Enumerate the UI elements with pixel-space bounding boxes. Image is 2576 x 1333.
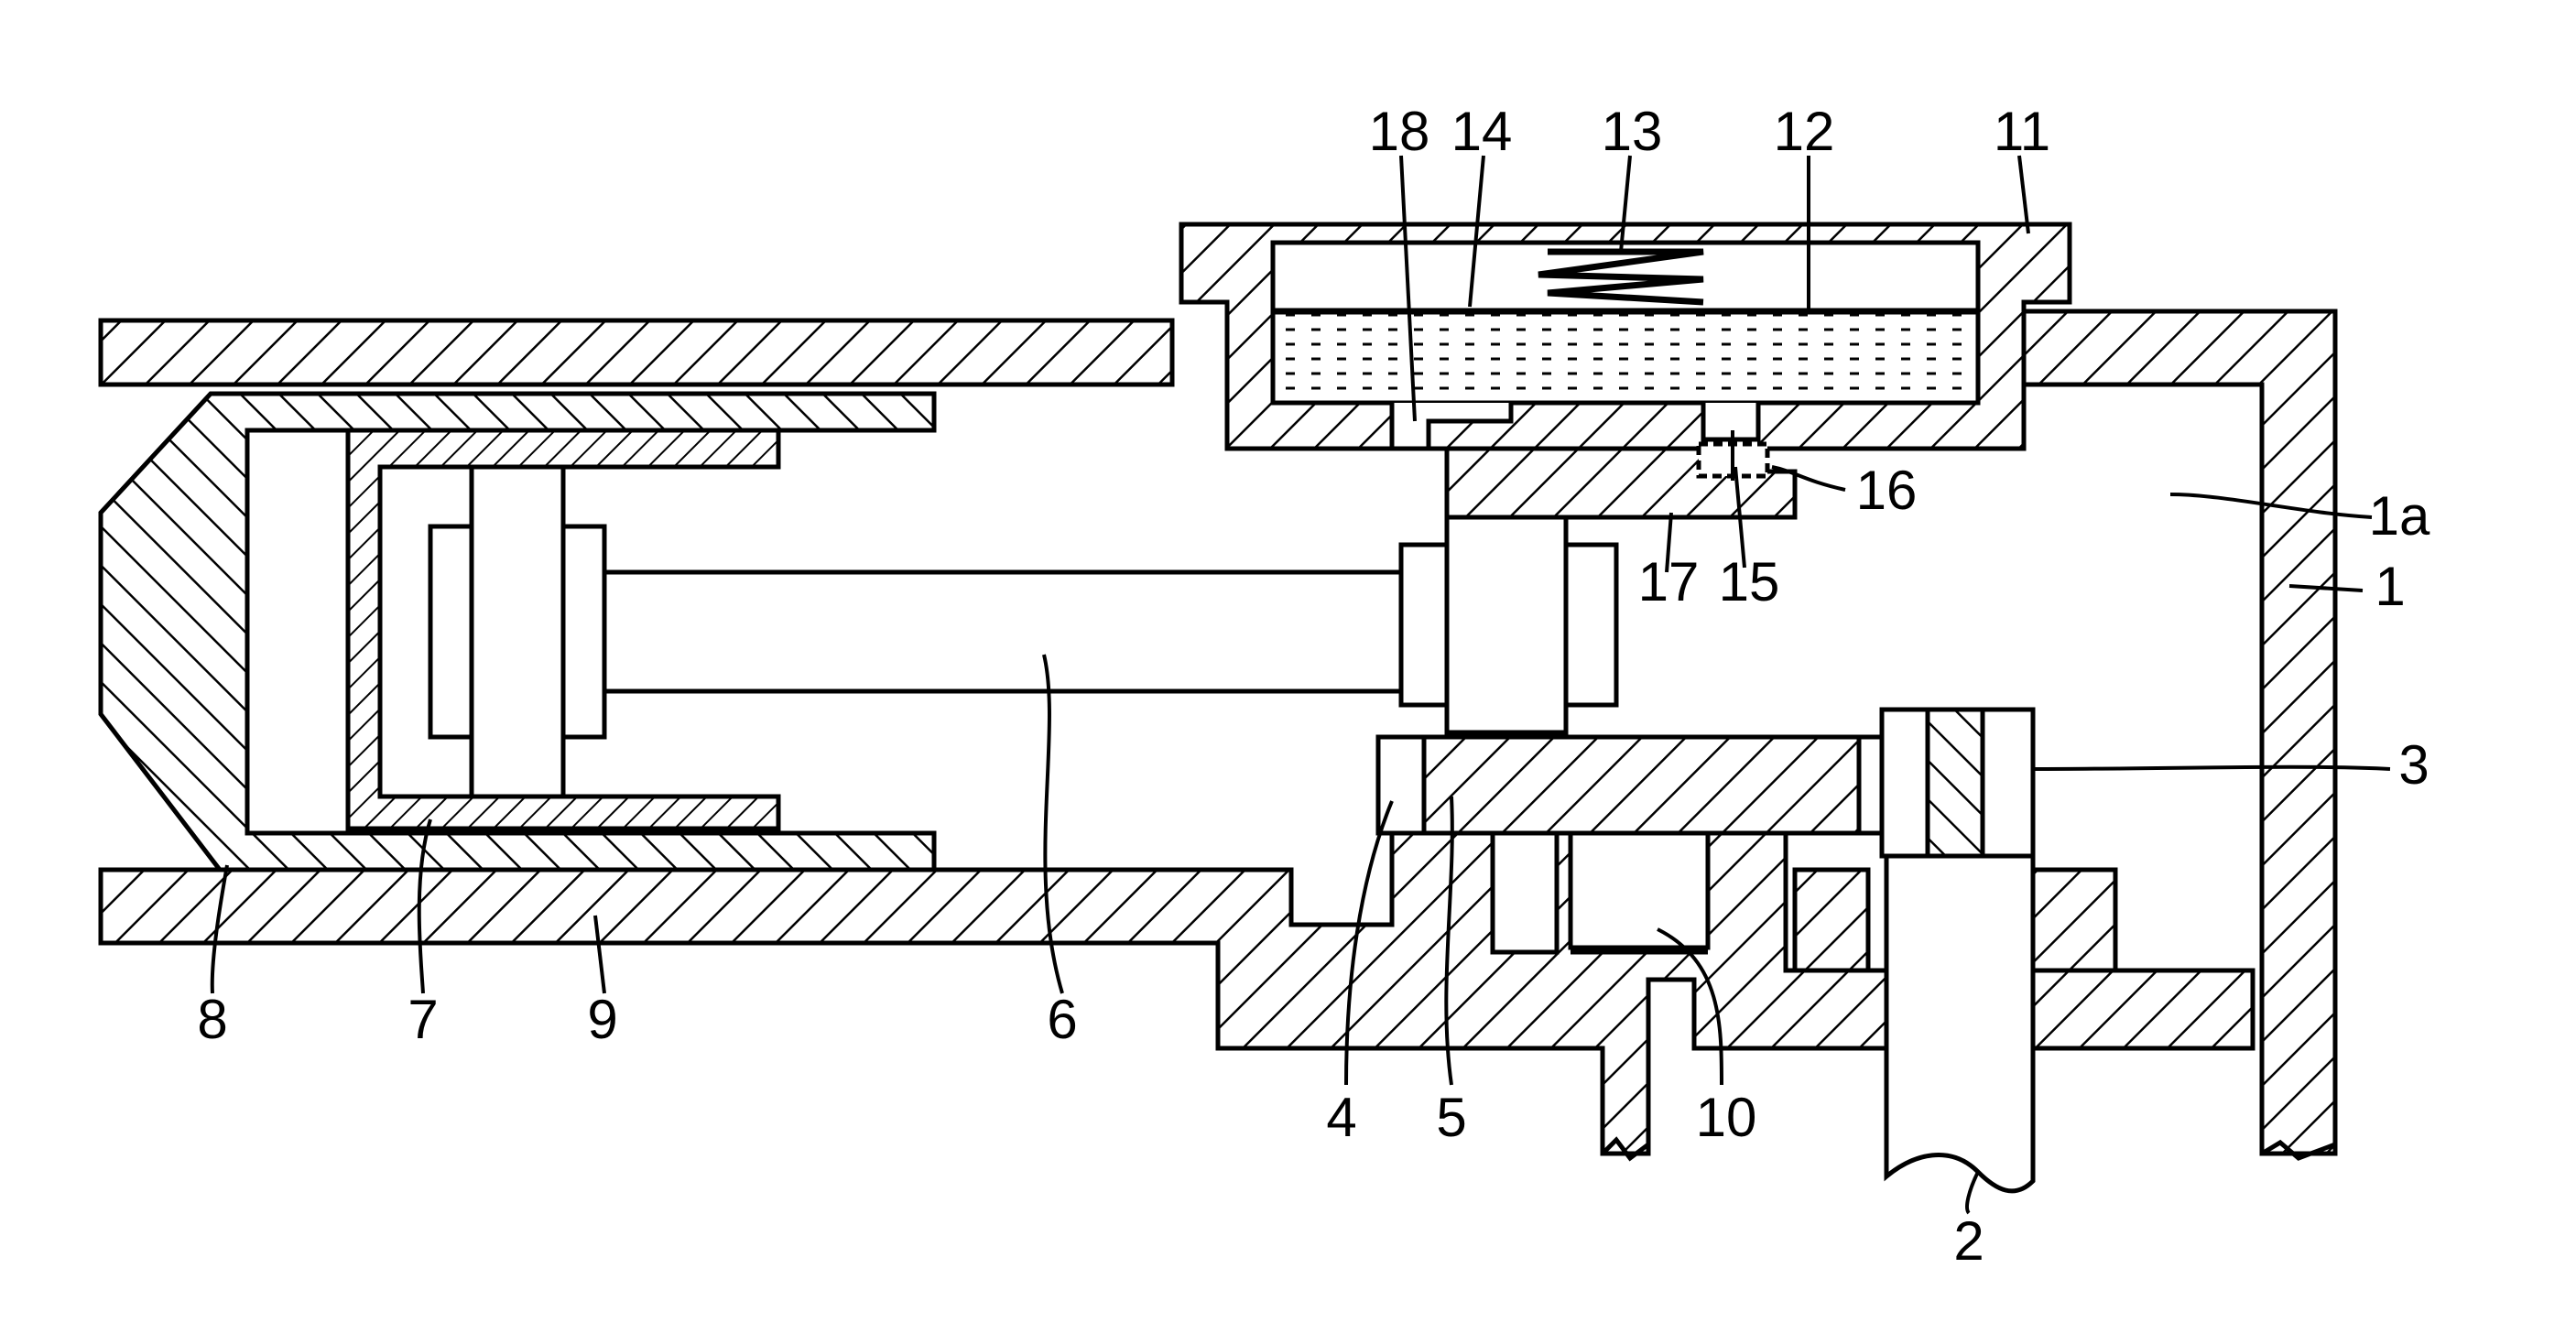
label-1: 1 [2375, 556, 2405, 617]
drive-member [1424, 737, 1859, 833]
label-16: 16 [1856, 460, 1918, 521]
shaft [1886, 856, 2033, 1191]
label-14: 14 [1451, 101, 1513, 162]
rod-end-block [1447, 517, 1566, 732]
label-9: 9 [587, 989, 617, 1050]
rod-end-cap [1566, 545, 1616, 705]
label-2: 2 [1953, 1210, 1984, 1272]
lubricant [1273, 311, 1978, 403]
label-12: 12 [1774, 101, 1835, 162]
label-3: 3 [2398, 734, 2429, 796]
label-18: 18 [1369, 101, 1430, 162]
label-11: 11 [1994, 101, 2050, 162]
eccentric [1928, 710, 1983, 856]
label-6: 6 [1047, 989, 1077, 1050]
piston-inner-right [563, 526, 604, 737]
label-17: 17 [1638, 551, 1700, 612]
housing-inner-block [1795, 870, 1868, 970]
piston-plate [472, 467, 563, 797]
label-5: 5 [1436, 1087, 1466, 1148]
label-15: 15 [1719, 551, 1780, 612]
bearing-block [1571, 833, 1708, 948]
piston-inner-left [430, 526, 472, 737]
rod-end-plate [1401, 545, 1447, 705]
housing-inner-step [2024, 870, 2115, 970]
label-4: 4 [1326, 1087, 1356, 1148]
label-1a: 1a [2369, 485, 2430, 547]
cylinder-upper-wall [101, 320, 1172, 385]
label-10: 10 [1696, 1087, 1757, 1148]
label-8: 8 [197, 989, 227, 1050]
label-7: 7 [408, 989, 438, 1050]
label-13: 13 [1602, 101, 1663, 162]
